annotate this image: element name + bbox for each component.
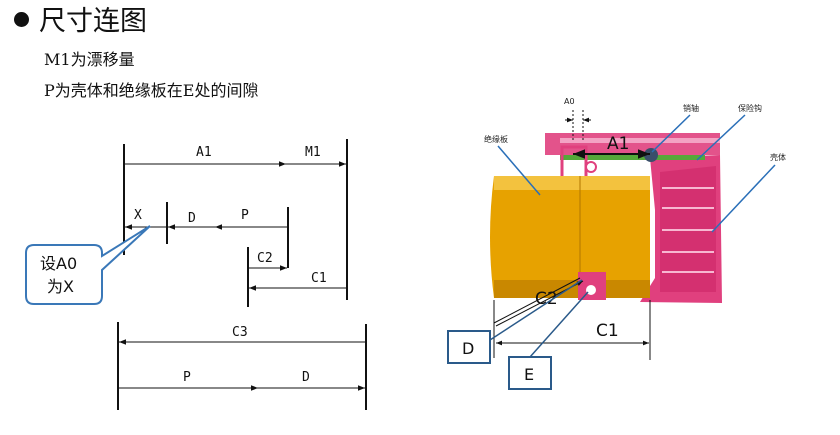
dim-label-d: D bbox=[188, 211, 196, 226]
a1-label: A1 bbox=[607, 134, 629, 154]
c1-label: C1 bbox=[596, 321, 619, 341]
hook-label: 保险钩 bbox=[738, 103, 762, 113]
dim-label-c2: C2 bbox=[257, 251, 273, 266]
right-dimensions: A0 A1 C2 C1 bbox=[493, 97, 651, 360]
d-callout: D bbox=[447, 279, 583, 364]
dim-label-p2: P bbox=[183, 370, 191, 385]
dim-label-p: P bbox=[241, 208, 249, 223]
housing-label: 壳体 bbox=[770, 152, 786, 162]
callout-line-b: 为X bbox=[47, 277, 74, 296]
e-callout: E bbox=[508, 291, 589, 390]
callout-line-a: 设A0 bbox=[40, 254, 77, 273]
drift-description: M1为漂移量 bbox=[44, 50, 135, 69]
a0-label: A0 bbox=[564, 97, 575, 106]
bullet-icon bbox=[14, 12, 29, 27]
dim-label-c3: C3 bbox=[232, 325, 248, 340]
gap-description: P为壳体和绝缘板在E处的间隙 bbox=[44, 81, 259, 100]
dim-label-x: X bbox=[134, 208, 142, 223]
dim-label-m1: M1 bbox=[305, 145, 321, 160]
dim-label-d2: D bbox=[302, 370, 310, 385]
assembly-figure bbox=[490, 133, 722, 303]
callout-bubble: 设A0 为X bbox=[25, 225, 151, 305]
left-dimension-chain: A1 M1 X D P C2 C1 C3 P D bbox=[117, 139, 367, 410]
dim-label-a1: A1 bbox=[196, 145, 212, 160]
e-box-label: E bbox=[524, 365, 534, 384]
part-labels: 绝缘板 销轴 保险钩 壳体 bbox=[484, 103, 786, 233]
page-title: 尺寸连图 bbox=[14, 2, 147, 42]
pin-label: 销轴 bbox=[683, 103, 699, 113]
d-box-label: D bbox=[462, 339, 474, 358]
title-text: 尺寸连图 bbox=[39, 6, 147, 37]
insulator-label: 绝缘板 bbox=[484, 134, 508, 144]
dim-label-c1: C1 bbox=[311, 271, 327, 286]
c2-label: C2 bbox=[535, 289, 558, 309]
